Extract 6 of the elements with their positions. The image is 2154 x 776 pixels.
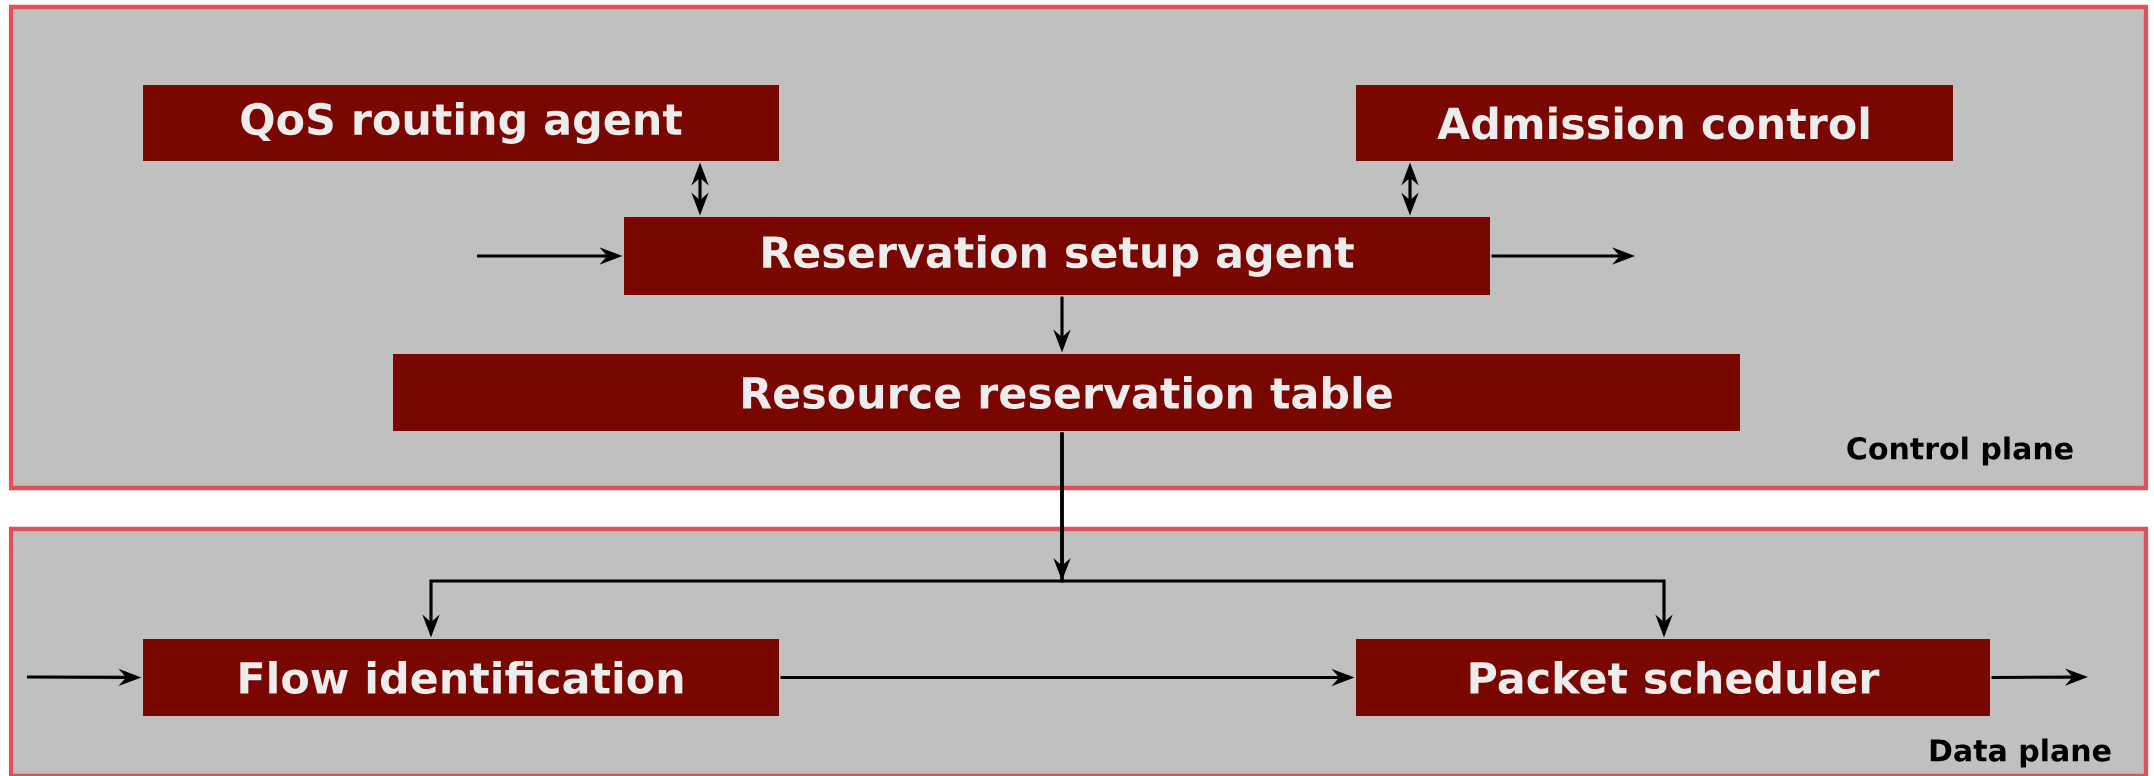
process-box: Flow identification	[143, 639, 779, 716]
process-box: QoS routing agent	[143, 85, 779, 161]
process-box: Admission control	[1356, 85, 1953, 161]
process-box: Reservation setup agent	[624, 217, 1490, 295]
process-box: Packet scheduler	[1356, 639, 1990, 716]
process-box: Resource reservation table	[393, 354, 1740, 431]
